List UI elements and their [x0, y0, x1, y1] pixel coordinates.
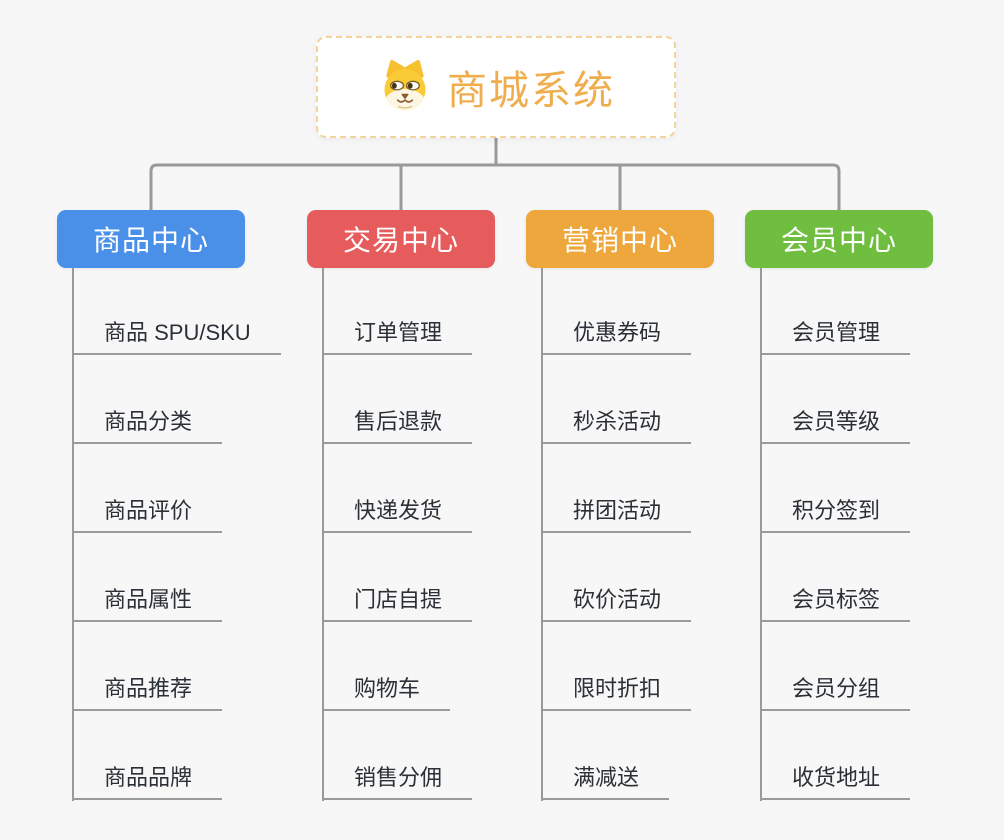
- branch-label: 交易中心: [342, 225, 459, 256]
- branch-box-member-center[interactable]: 会员中心: [745, 210, 933, 268]
- leaf-item[interactable]: 会员标签: [760, 586, 911, 622]
- root-node[interactable]: 商城系统: [316, 36, 676, 138]
- leaf-item[interactable]: 会员等级: [760, 408, 911, 444]
- leaf-item[interactable]: 销售分佣: [322, 764, 473, 800]
- branch-spine: [541, 268, 543, 801]
- leaf-item[interactable]: 砍价活动: [541, 586, 692, 622]
- leaf-item[interactable]: 优惠券码: [541, 319, 692, 355]
- leaf-item[interactable]: 门店自提: [322, 586, 473, 622]
- branch-spine: [322, 268, 324, 801]
- branch-label: 营销中心: [561, 225, 678, 256]
- leaf-item[interactable]: 拼团活动: [541, 497, 692, 533]
- branch-spine: [72, 268, 74, 801]
- branch-label: 商品中心: [92, 225, 209, 256]
- leaf-item[interactable]: 商品分类: [72, 408, 223, 444]
- leaf-item[interactable]: 积分签到: [760, 497, 911, 533]
- leaf-item[interactable]: 会员分组: [760, 675, 911, 711]
- leaf-item[interactable]: 秒杀活动: [541, 408, 692, 444]
- branch-member-center: 会员中心 会员管理 会员等级 积分签到 会员标签 会员分组 收货地址: [745, 210, 1004, 830]
- leaf-item[interactable]: 收货地址: [760, 764, 911, 800]
- branch-box-product-center[interactable]: 商品中心: [57, 210, 245, 268]
- leaf-item[interactable]: 售后退款: [322, 408, 473, 444]
- leaf-item[interactable]: 商品推荐: [72, 675, 223, 711]
- shiba-dog-face-icon: [384, 59, 426, 111]
- branch-spine: [760, 268, 762, 801]
- branch-trade-center: 交易中心 订单管理 售后退款 快递发货 门店自提 购物车 销售分佣: [307, 210, 567, 830]
- branch-box-trade-center[interactable]: 交易中心: [307, 210, 495, 268]
- leaf-item[interactable]: 满减送: [541, 764, 670, 800]
- leaf-item[interactable]: 限时折扣: [541, 675, 692, 711]
- root-title: 商城系统: [447, 69, 615, 113]
- leaf-item[interactable]: 商品属性: [72, 586, 223, 622]
- leaf-item[interactable]: 快递发货: [322, 497, 473, 533]
- leaf-item[interactable]: 商品 SPU/SKU: [72, 319, 281, 355]
- leaf-item[interactable]: 订单管理: [322, 319, 473, 355]
- leaf-item[interactable]: 商品评价: [72, 497, 223, 533]
- branch-label: 会员中心: [780, 225, 897, 256]
- branch-marketing-center: 营销中心 优惠券码 秒杀活动 拼团活动 砍价活动 限时折扣 满减送: [526, 210, 786, 830]
- branch-box-marketing-center[interactable]: 营销中心: [526, 210, 714, 268]
- leaf-item[interactable]: 商品品牌: [72, 764, 223, 800]
- leaf-item[interactable]: 会员管理: [760, 319, 911, 355]
- leaf-item[interactable]: 购物车: [322, 675, 451, 711]
- branch-product-center: 商品中心 商品 SPU/SKU 商品分类 商品评价 商品属性 商品推荐 商品品牌: [57, 210, 317, 830]
